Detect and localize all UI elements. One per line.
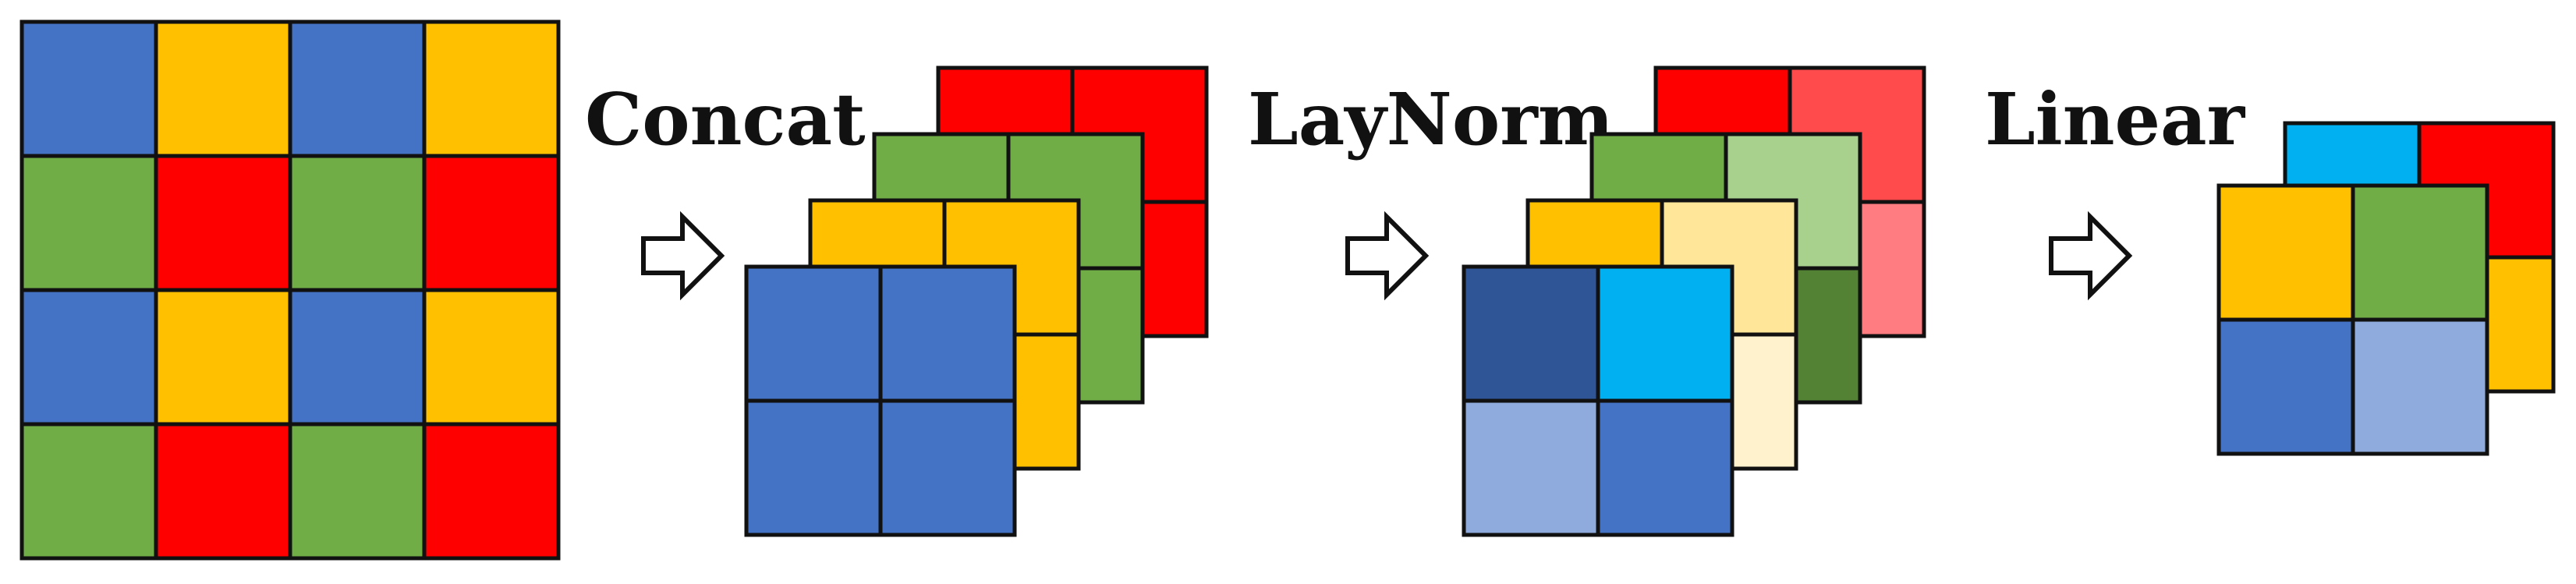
input-cell	[288, 154, 427, 292]
input-cell	[288, 422, 427, 561]
layer-cell	[2216, 317, 2355, 456]
layer-cell	[1462, 398, 1600, 537]
arrow-shape	[1345, 211, 1430, 301]
layer-cell	[2351, 317, 2489, 456]
linear-layer	[2216, 183, 2489, 456]
input-cell	[422, 19, 561, 158]
layer-cell	[878, 264, 1017, 403]
linear-layer-stack	[2216, 121, 2556, 456]
concat-label: Concat	[585, 77, 866, 161]
input-cell	[422, 288, 561, 426]
input-cell	[19, 422, 158, 561]
laynorm-label: LayNorm	[1248, 77, 1614, 161]
layer-cell	[744, 398, 883, 537]
layer-cell	[2216, 183, 2355, 322]
input-cell	[422, 154, 561, 292]
concat-layer-stack	[744, 65, 1209, 537]
arrow-shape	[2049, 211, 2133, 301]
input-cell	[154, 288, 292, 426]
input-cell	[288, 288, 427, 426]
input-cell	[422, 422, 561, 561]
hollow-right-arrow-icon	[2049, 211, 2133, 301]
input-cell	[19, 288, 158, 426]
layer-cell	[2351, 183, 2489, 322]
linear-label: Linear	[1985, 77, 2246, 161]
input-cell	[19, 19, 158, 158]
layer-cell	[1596, 398, 1734, 537]
input-cell	[154, 154, 292, 292]
concat-layer	[744, 264, 1017, 537]
input-cell	[154, 19, 292, 158]
layer-cell	[878, 398, 1017, 537]
input-feature-grid	[19, 19, 561, 561]
hollow-right-arrow-icon	[1345, 211, 1430, 301]
input-cell	[19, 154, 158, 292]
laynorm-layer-stack	[1462, 65, 1926, 537]
layer-cell	[1462, 264, 1600, 403]
layer-cell	[1596, 264, 1734, 403]
input-cell	[288, 19, 427, 158]
input-cell	[154, 422, 292, 561]
arrow-shape	[641, 211, 725, 301]
laynorm-layer	[1462, 264, 1734, 537]
hollow-right-arrow-icon	[641, 211, 725, 301]
layer-cell	[744, 264, 883, 403]
